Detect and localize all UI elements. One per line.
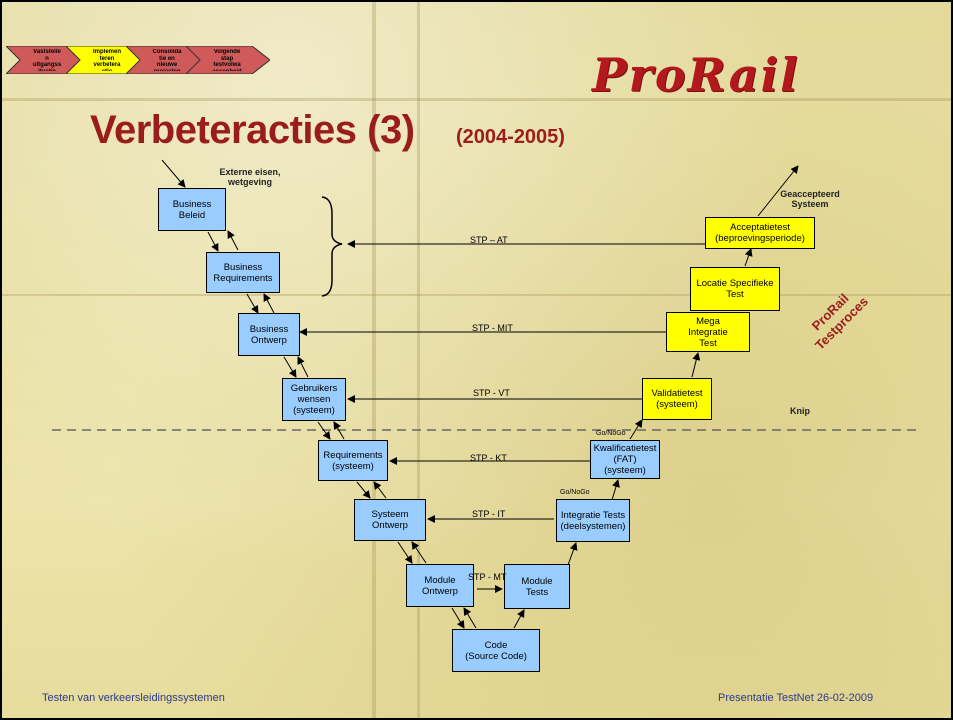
box-code: Code (Source Code) bbox=[452, 629, 540, 672]
background-pole bbox=[372, 2, 376, 718]
box-gebruikerswensen: Gebruikers wensen (systeem) bbox=[282, 378, 346, 421]
requirements-brace bbox=[321, 196, 343, 297]
background-beam bbox=[2, 98, 951, 101]
nav-step-4-shape[interactable] bbox=[186, 46, 270, 74]
slide-title: Verbeteracties (3) bbox=[90, 108, 415, 152]
knip-label: Knip bbox=[790, 406, 810, 416]
slide-subtitle: (2004-2005) bbox=[456, 126, 565, 148]
nav-step-1-label[interactable]: Vaststelle n uitgangss ituatie bbox=[32, 49, 62, 71]
box-acceptatietest: Acceptatietest (beproevingsperiode) bbox=[705, 217, 815, 249]
box-business-ontwerp: Business Ontwerp bbox=[238, 313, 300, 356]
stp-at-label: STP – AT bbox=[470, 235, 508, 245]
gonogo-label-upper: Go/NoGo bbox=[596, 430, 626, 437]
nav-step-4-label[interactable]: Volgende stap testvolwa assenheid bbox=[212, 49, 241, 71]
box-requirements-systeem: Requirements (systeem) bbox=[318, 440, 388, 481]
stp-vt-label: STP - VT bbox=[473, 388, 510, 398]
box-business-beleid: Business Beleid bbox=[158, 188, 226, 231]
box-module-tests: Module Tests bbox=[504, 564, 570, 609]
nav-step-2-label[interactable]: Implemen teren verbetera ctie bbox=[92, 49, 121, 71]
nav-step-1-shape[interactable] bbox=[6, 46, 90, 74]
nav-step-2-shape[interactable] bbox=[66, 46, 150, 74]
stp-mt-label: STP - MT bbox=[468, 572, 507, 582]
box-business-requirements: Business Requirements bbox=[206, 252, 280, 293]
box-locatie-specifieke-test: Locatie Specifieke Test bbox=[690, 267, 780, 311]
box-integratie-tests: Integratie Tests (deelsystemen) bbox=[556, 499, 630, 542]
prorail-logo: ProRail bbox=[592, 48, 800, 102]
nav-step-3-label[interactable]: Consolida tie en nieuwe projecten bbox=[152, 49, 182, 71]
stp-it-label: STP - IT bbox=[472, 509, 506, 519]
footer-left: Testen van verkeersleidingssystemen bbox=[42, 692, 225, 704]
externe-eisen-note: Externe eisen, wetgeving bbox=[219, 167, 281, 187]
background-beam bbox=[2, 294, 951, 296]
stp-kt-label: STP - KT bbox=[470, 453, 507, 463]
geaccepteerd-systeem-note: Geaccepteerd Systeem bbox=[780, 189, 840, 209]
box-systeem-ontwerp: Systeem Ontwerp bbox=[354, 499, 426, 541]
box-mega-integratie-test: Mega Integratie Test bbox=[666, 312, 750, 352]
box-validatietest: Validatietest (systeem) bbox=[642, 378, 712, 420]
footer-right: Presentatie TestNet 26-02-2009 bbox=[718, 692, 874, 704]
stp-mit-label: STP - MIT bbox=[472, 323, 513, 333]
background-pole bbox=[417, 2, 420, 718]
box-module-ontwerp: Module Ontwerp bbox=[406, 564, 474, 607]
gonogo-label-lower: Go/NoGo bbox=[560, 489, 590, 496]
nav-step-3-shape[interactable] bbox=[126, 46, 210, 74]
box-kwalificatietest: Kwalificatietest (FAT) (systeem) bbox=[590, 440, 660, 479]
